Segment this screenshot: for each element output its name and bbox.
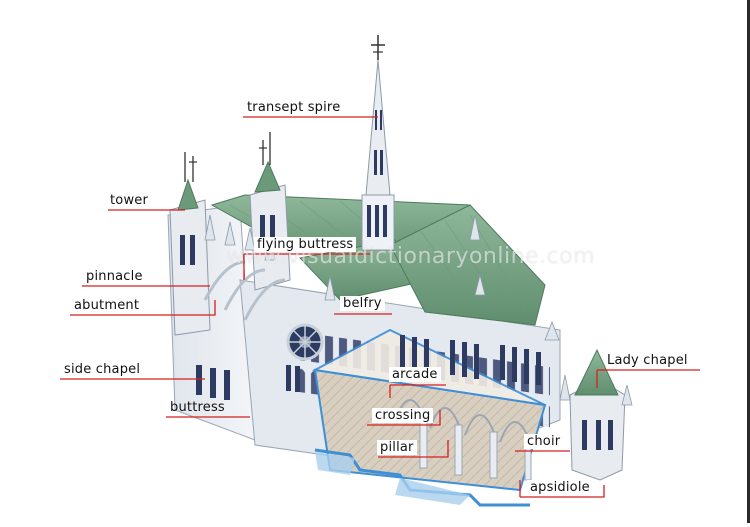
label-belfry: belfry (340, 296, 385, 311)
label-choir: choir (524, 434, 563, 449)
label-buttress: buttress (170, 400, 225, 415)
label-abutment: abutment (74, 298, 139, 313)
label-pillar: pillar (377, 440, 417, 455)
label-flying-buttress: flying buttress (254, 237, 356, 252)
label-apsidiole: apsidiole (527, 480, 593, 495)
spire (366, 60, 390, 195)
label-transept-spire: transept spire (247, 100, 340, 115)
label-pinnacle: pinnacle (86, 269, 143, 284)
label-side-chapel: side chapel (64, 362, 140, 377)
label-tower: tower (110, 193, 148, 208)
label-crossing: crossing (372, 408, 433, 423)
label-lady-chapel: Lady chapel (607, 353, 688, 368)
label-arcade: arcade (389, 367, 441, 382)
